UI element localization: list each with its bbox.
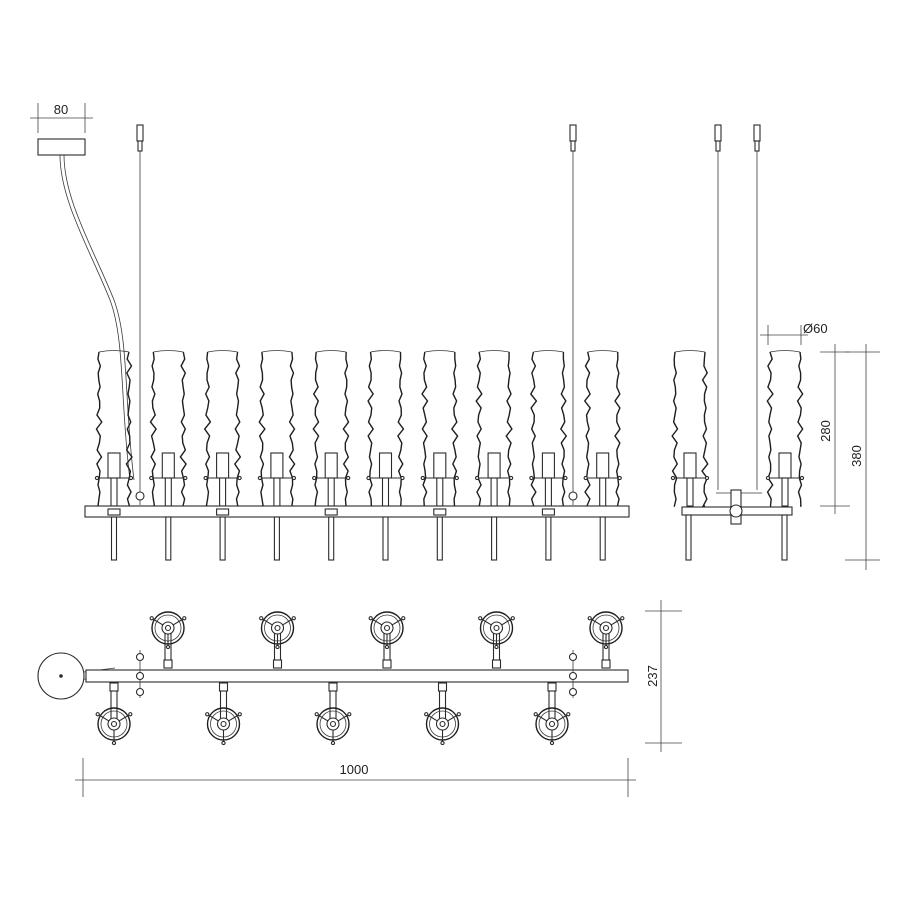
cable-clip	[135, 491, 145, 501]
cable-anchor	[135, 650, 145, 698]
lower-rod	[382, 516, 389, 561]
canopy-front	[37, 138, 135, 481]
dimension-canopy-width: 80	[30, 102, 93, 133]
top-shade-upper	[587, 611, 625, 669]
front-view-bar	[84, 505, 630, 518]
front-shade	[312, 350, 351, 507]
top-shade-upper	[478, 611, 515, 669]
front-shade	[420, 350, 459, 507]
top-shade-upper	[368, 611, 406, 669]
top-shade-lower	[95, 682, 133, 746]
side-view	[670, 124, 805, 561]
front-shade	[257, 350, 297, 507]
bar-joint	[107, 508, 121, 516]
lower-rod	[491, 516, 498, 561]
top-depth-label: 237	[645, 665, 660, 687]
lower-rod	[273, 516, 280, 561]
glass-height-label: 280	[818, 420, 833, 442]
lower-rod	[110, 516, 118, 561]
lower-rod	[436, 516, 443, 561]
suspension-cables-front	[136, 124, 577, 505]
front-shade	[203, 350, 242, 507]
bar-joint	[541, 508, 555, 516]
front-view-lower-rods	[107, 508, 606, 561]
lower-rod	[165, 516, 172, 561]
front-shade	[583, 350, 622, 507]
top-shade-lower	[314, 682, 352, 746]
top-view	[37, 611, 629, 746]
canopy-width-label: 80	[54, 102, 68, 117]
glass-diameter-label: Ø60	[803, 321, 828, 336]
dimension-fixture-height: 380	[845, 344, 880, 570]
top-shade-lower	[424, 682, 461, 746]
bar-joint	[216, 508, 230, 516]
front-shade	[529, 350, 568, 507]
side-shade	[765, 350, 805, 507]
side-shade	[670, 350, 710, 507]
bar-joint	[324, 508, 338, 516]
cable-clip	[568, 491, 578, 501]
front-view-shades	[94, 350, 622, 507]
front-shade	[94, 350, 134, 507]
lower-rod	[545, 516, 552, 561]
dimension-overall-length: 1000	[75, 758, 636, 797]
overall-length-label: 1000	[340, 762, 369, 777]
front-shade	[474, 350, 514, 507]
top-shade-upper	[149, 611, 187, 669]
front-shade	[366, 350, 405, 507]
lower-rod	[328, 516, 335, 561]
dimension-glass-height: 280	[818, 344, 850, 514]
cable-anchor	[568, 650, 578, 698]
top-shade-lower	[533, 682, 571, 746]
top-shade-lower	[205, 682, 242, 746]
lower-rod	[219, 516, 226, 561]
front-shade	[149, 350, 188, 507]
lower-rod	[599, 516, 606, 561]
bar-joint	[433, 508, 447, 516]
fixture-height-label: 380	[849, 445, 864, 467]
top-shade-upper	[259, 611, 296, 669]
dimension-glass-diameter: Ø60	[760, 321, 828, 345]
dimension-top-depth: 237	[645, 600, 682, 752]
